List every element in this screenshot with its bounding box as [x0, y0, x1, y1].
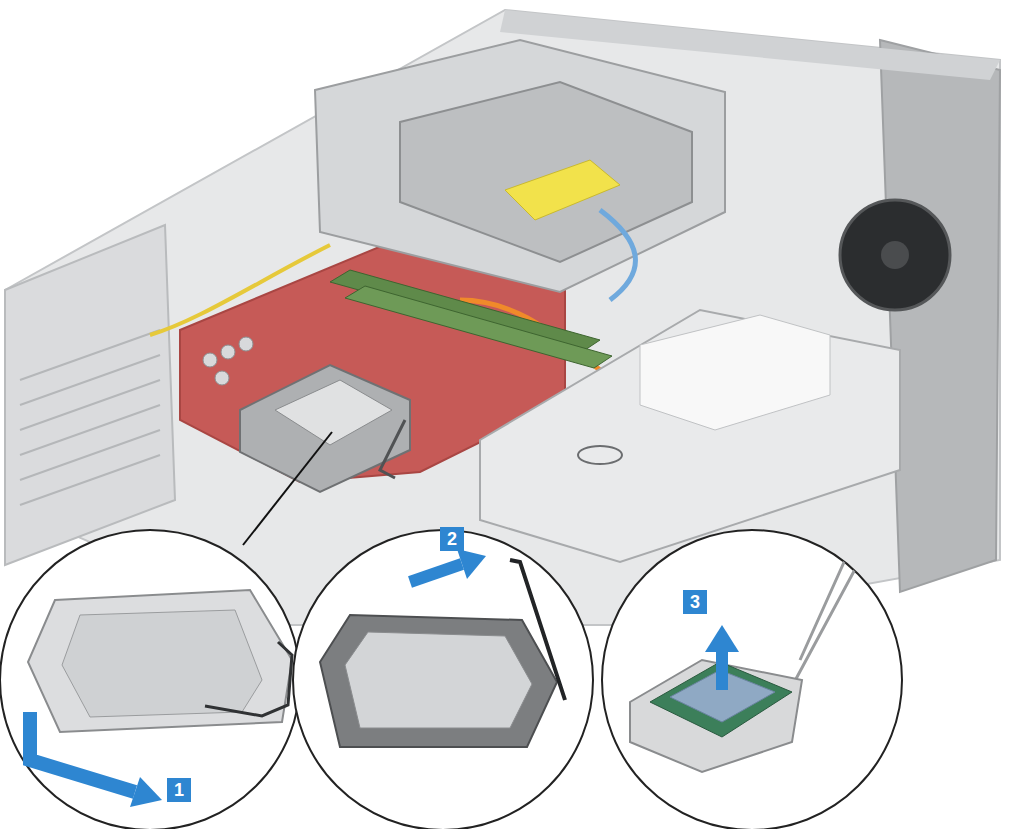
- leader-line: [243, 432, 332, 545]
- memory-module: [330, 270, 600, 352]
- vent-line: [20, 455, 160, 505]
- psu-label: [640, 315, 830, 430]
- detail-circle: [0, 530, 300, 829]
- cpu-lid: [275, 380, 392, 445]
- power-supply: [480, 310, 900, 562]
- memory-module: [345, 286, 612, 368]
- arrow-head: [130, 777, 162, 807]
- drive-cage: [315, 40, 725, 292]
- open-frame: [790, 560, 900, 690]
- step-arrow: [716, 650, 728, 690]
- step-arrow: [30, 712, 135, 792]
- capacitor: [239, 337, 253, 351]
- arrow-head: [705, 625, 739, 652]
- detail-3: [630, 560, 900, 772]
- vent-line: [20, 330, 160, 380]
- callout-number: 1: [167, 778, 191, 802]
- socket-lever: [380, 420, 405, 478]
- rear-panel: [5, 225, 175, 565]
- capacitor: [215, 371, 229, 385]
- vent-line: [20, 430, 160, 480]
- socket-frame: [28, 590, 292, 732]
- yellow-cable: [150, 245, 330, 335]
- arrow-head: [457, 549, 486, 579]
- fan: [840, 200, 950, 310]
- callout-number: 2: [440, 527, 464, 551]
- cpu-socket: [240, 365, 410, 492]
- detail-circle: [293, 530, 593, 829]
- front-bezel: [880, 40, 1000, 592]
- socket-lever: [205, 642, 292, 716]
- cpu-lid: [62, 610, 262, 717]
- logo-mark: [578, 446, 622, 464]
- capacitors: [203, 337, 253, 385]
- detail-1: [28, 590, 292, 732]
- cpu-lid: [345, 632, 532, 728]
- capacitor: [203, 353, 217, 367]
- capacitor: [221, 345, 235, 359]
- vent-line: [20, 355, 160, 405]
- callout-number: 3: [683, 590, 707, 614]
- detail-2: [320, 560, 565, 747]
- step-arrow: [410, 564, 462, 582]
- vent-grid: [20, 330, 160, 505]
- vent-line: [20, 380, 160, 430]
- hard-drive: [400, 82, 692, 262]
- blue-cable: [600, 210, 635, 300]
- fan-hub: [881, 241, 909, 269]
- vent-line: [20, 405, 160, 455]
- socket-lever: [510, 560, 565, 700]
- socket-frame: [320, 615, 557, 747]
- detail-circle: [602, 530, 902, 829]
